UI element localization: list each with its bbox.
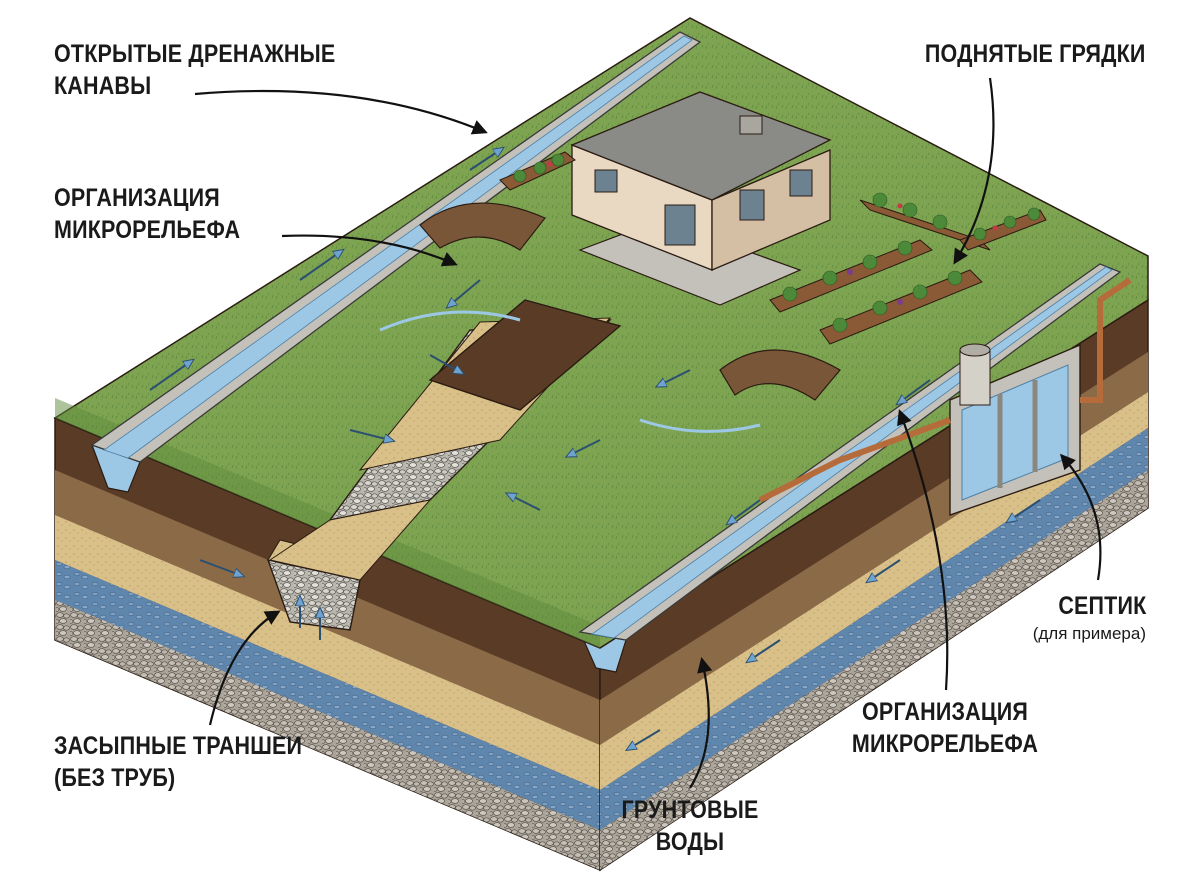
label-open-ditches: ОТКРЫТЫЕ ДРЕНАЖНЫЕ КАНАВЫ [54, 38, 335, 102]
label-septic-note: (для примера) [1032, 624, 1146, 643]
label-open-ditches-line-2: КАНАВЫ [54, 72, 152, 100]
label-raised-beds-line-1: ПОДНЯТЫЕ ГРЯДКИ [925, 40, 1146, 68]
septic-tank [758, 277, 1132, 516]
label-microrelief-bottom-line-2: МИКРОРЕЛЬЕФА [851, 730, 1039, 758]
label-microrelief-bottom: ОРГАНИЗАЦИЯ МИКРОРЕЛЬЕФА [829, 696, 1061, 760]
label-groundwater: ГРУНТОВЫЕ ВОДЫ [578, 794, 802, 858]
label-septic: СЕПТИК [1058, 590, 1146, 622]
backfilled-trench-berm [268, 299, 622, 581]
microrelief-mounds [379, 202, 841, 433]
surface-flow-arrows [300, 279, 691, 640]
house [570, 91, 832, 306]
label-microrelief-bottom-line-1: ОРГАНИЗАЦИЯ [862, 698, 1028, 726]
label-microrelief-top-line-1: ОРГАНИЗАЦИЯ [54, 184, 220, 212]
leader-lines [194, 77, 1102, 789]
label-septic-line-1: СЕПТИК [1057, 592, 1146, 620]
label-trenches-line-1: ЗАСЫПНЫЕ ТРАНШЕИ [54, 732, 303, 760]
label-microrelief-top-line-2: МИКРОРЕЛЬЕФА [54, 216, 241, 244]
label-trenches: ЗАСЫПНЫЕ ТРАНШЕИ (БЕЗ ТРУБ) [54, 730, 302, 794]
label-open-ditches-line-1: ОТКРЫТЫЕ ДРЕНАЖНЫЕ [54, 40, 336, 68]
label-groundwater-line-1: ГРУНТОВЫЕ [621, 796, 759, 824]
label-groundwater-line-2: ВОДЫ [655, 828, 725, 856]
raised-beds [499, 151, 1047, 345]
label-trenches-line-2: (БЕЗ ТРУБ) [54, 764, 176, 792]
label-microrelief-top: ОРГАНИЗАЦИЯ МИКРОРЕЛЬЕФА [54, 182, 240, 246]
groundwater-flow-arrows [199, 499, 1041, 748]
label-raised-beds: ПОДНЯТЫЕ ГРЯДКИ [925, 38, 1146, 70]
open-ditch-left [90, 31, 702, 463]
